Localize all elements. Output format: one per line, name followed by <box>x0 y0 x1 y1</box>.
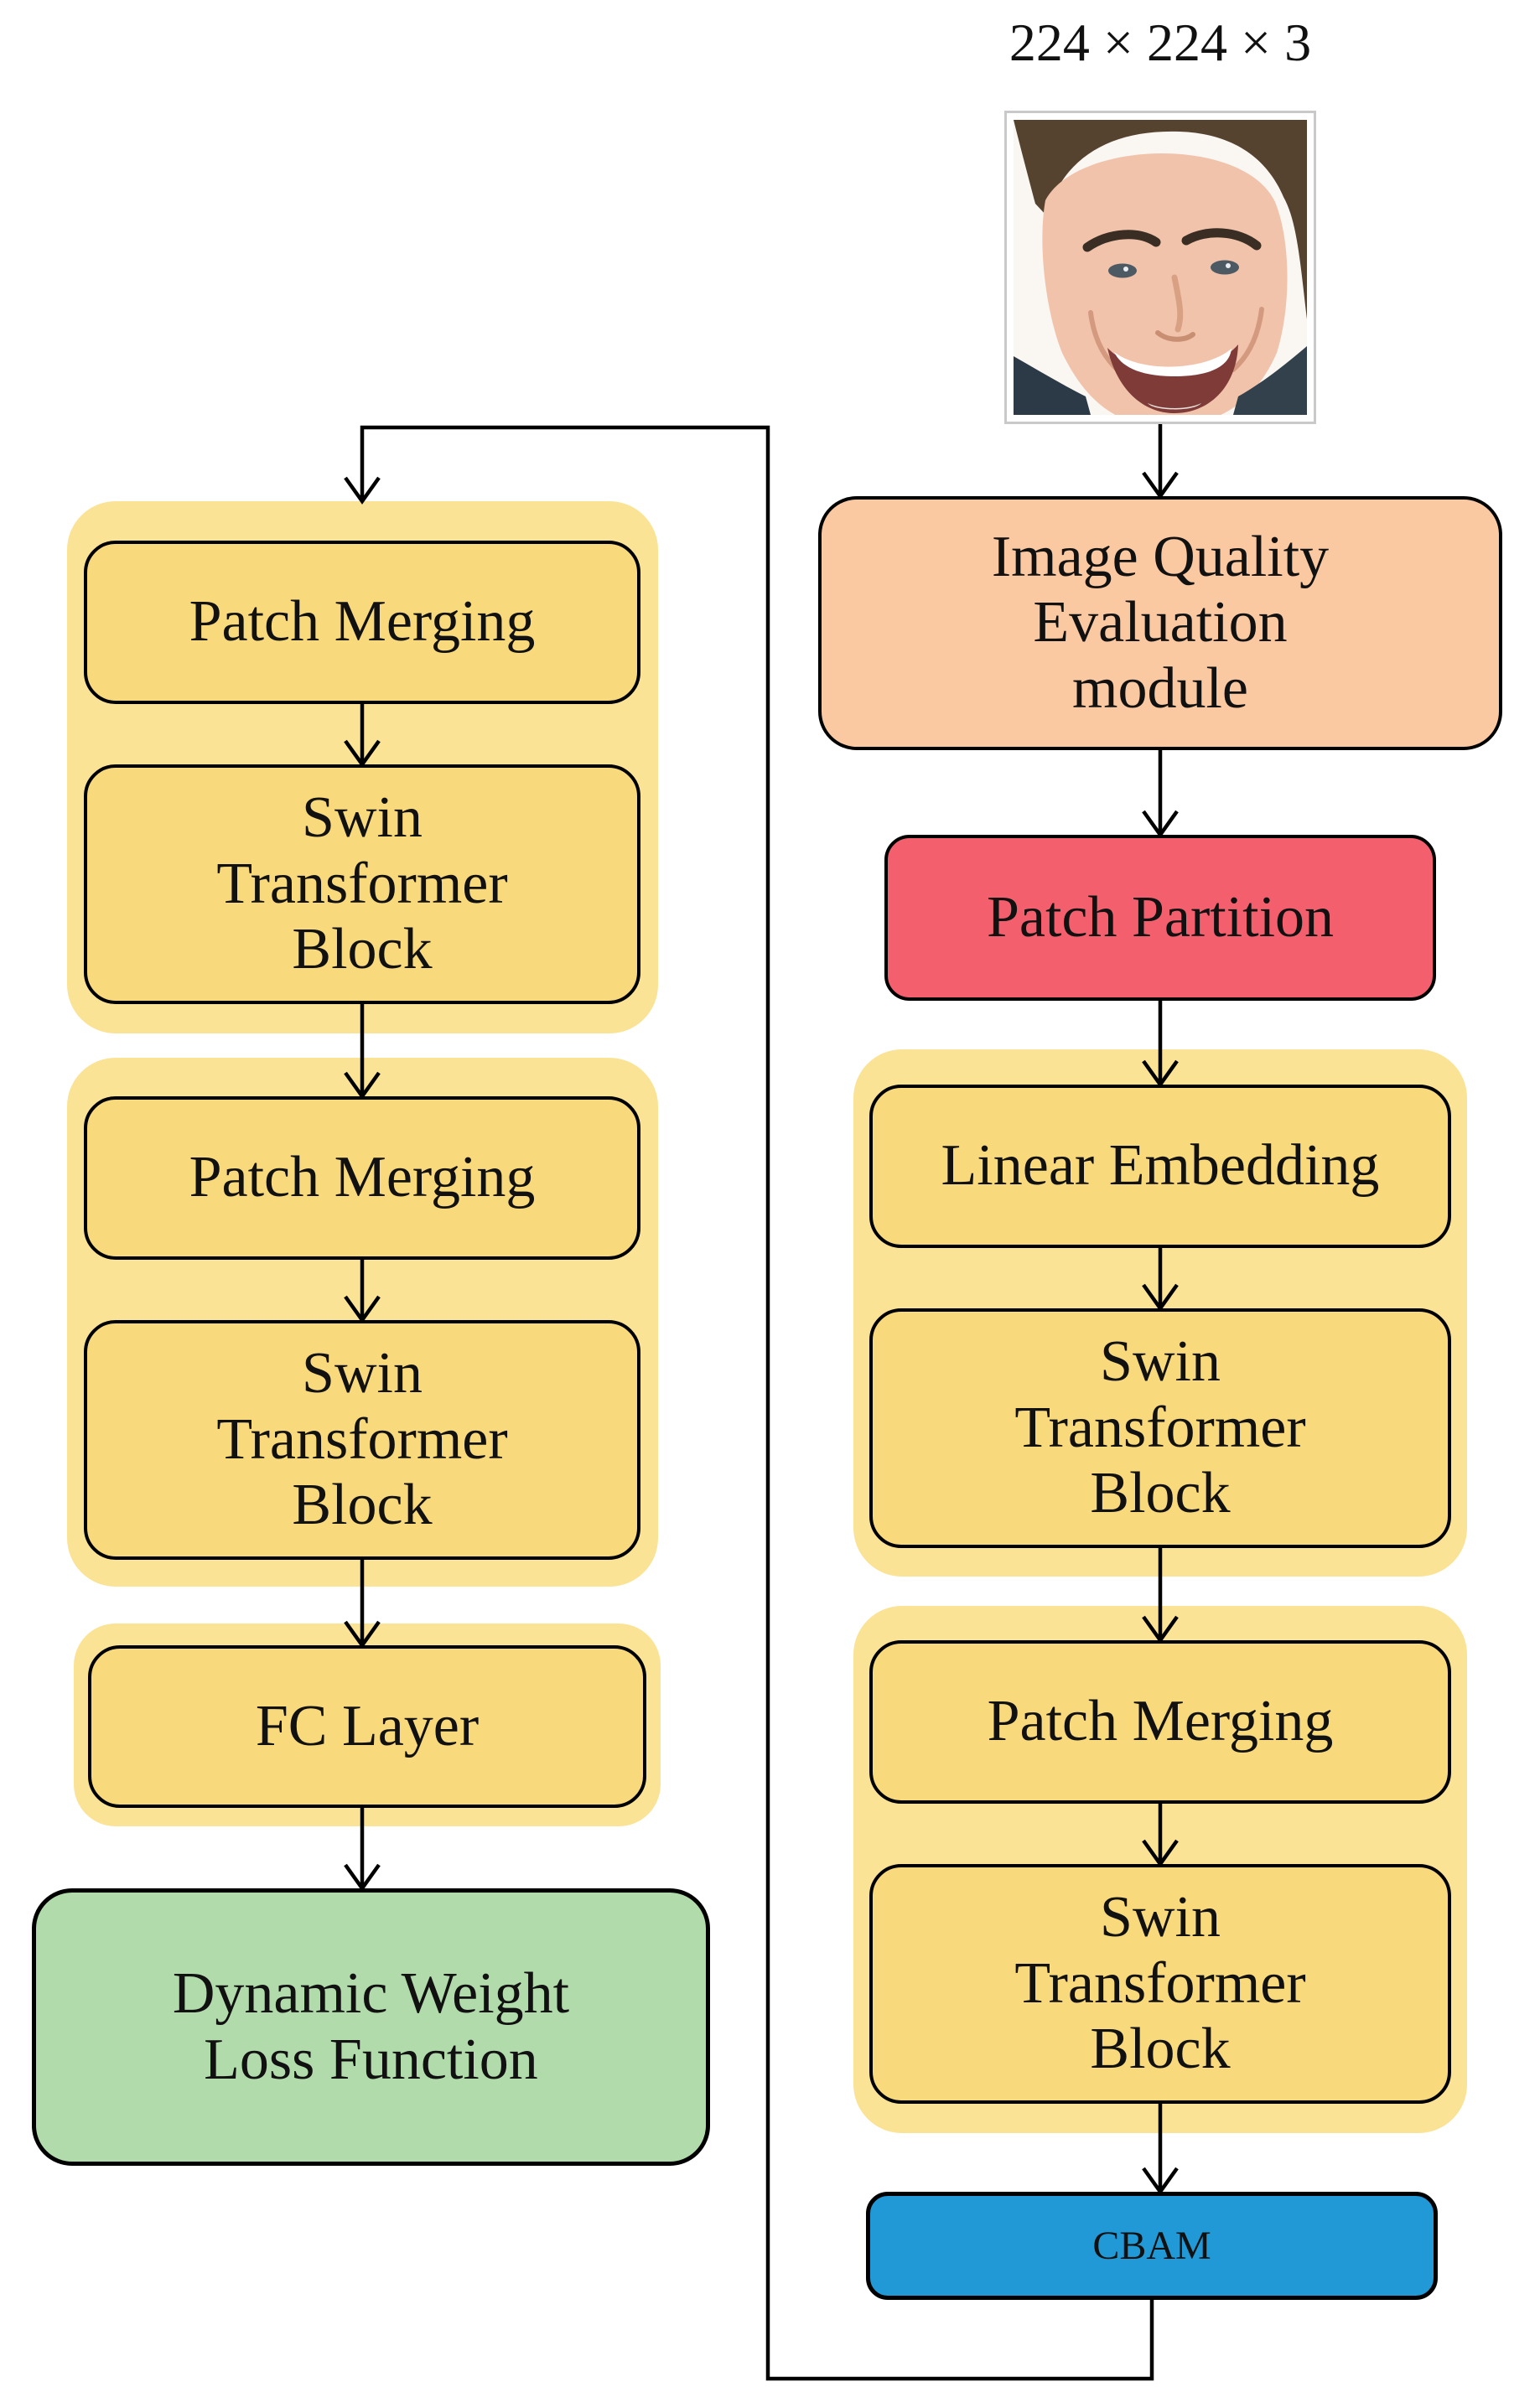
image-quality-evaluation-box: Image Quality Evaluation module <box>818 496 1502 750</box>
patch-partition-box: Patch Partition <box>884 835 1436 1001</box>
stage2-swin-block-box: Swin Transformer Block <box>869 1864 1451 2104</box>
nose-base <box>1155 330 1195 342</box>
nose <box>1171 274 1184 333</box>
stage4-swin-block-label: Swin Transformer Block <box>216 1341 508 1538</box>
input-face-photo-frame <box>1004 111 1316 424</box>
lower-teeth <box>1148 403 1201 410</box>
stage4-patch-merging-box: Patch Merging <box>84 1096 640 1260</box>
arrow-iqe-to-patch-partition <box>1142 750 1179 838</box>
loss-function-box: Dynamic Weight Loss Function <box>32 1888 710 2166</box>
stage1-swin-block-label: Swin Transformer Block <box>1014 1329 1306 1526</box>
linear-embedding-box: Linear Embedding <box>869 1085 1451 1248</box>
stage2-patch-merging-box: Patch Merging <box>869 1640 1451 1804</box>
stage2-patch-merging-label: Patch Merging <box>987 1689 1334 1754</box>
right-eye <box>1211 260 1239 275</box>
mouth <box>1107 344 1238 413</box>
stage4-patch-merging-label: Patch Merging <box>189 1145 536 1210</box>
right-cheek-line <box>1231 307 1264 372</box>
cbam-box: CBAM <box>866 2192 1438 2300</box>
left-eyebrow <box>1082 230 1161 252</box>
loss-function-label: Dynamic Weight Loss Function <box>172 1961 570 2092</box>
input-size-label: 224 × 224 × 3 <box>1009 13 1312 72</box>
left-eye-glint <box>1123 267 1128 272</box>
right-eyebrow <box>1181 228 1262 251</box>
stage3-swin-block-label: Swin Transformer Block <box>216 785 508 982</box>
image-quality-evaluation-label: Image Quality Evaluation module <box>991 524 1330 721</box>
stage4-swin-block-box: Swin Transformer Block <box>84 1320 640 1560</box>
patch-partition-label: Patch Partition <box>986 884 1335 950</box>
stage1-swin-block-box: Swin Transformer Block <box>869 1308 1451 1548</box>
fc-layer-box: FC Layer <box>88 1645 646 1808</box>
face-photo-image <box>1014 120 1307 415</box>
left-eye <box>1108 263 1137 278</box>
right-eye-glint <box>1226 263 1231 268</box>
arrow-photo-to-iqe <box>1142 424 1179 500</box>
stage3-swin-block-box: Swin Transformer Block <box>84 764 640 1004</box>
upper-teeth <box>1114 349 1231 376</box>
stage3-patch-merging-box: Patch Merging <box>84 541 640 704</box>
fc-layer-label: FC Layer <box>255 1693 480 1758</box>
linear-embedding-label: Linear Embedding <box>941 1133 1380 1199</box>
stage3-patch-merging-label: Patch Merging <box>189 589 536 655</box>
hair <box>1014 120 1307 319</box>
cbam-label: CBAM <box>1092 2223 1211 2268</box>
shirt-right <box>1233 346 1307 415</box>
stage2-swin-block-label: Swin Transformer Block <box>1014 1885 1306 2082</box>
shirt-left <box>1014 356 1091 415</box>
